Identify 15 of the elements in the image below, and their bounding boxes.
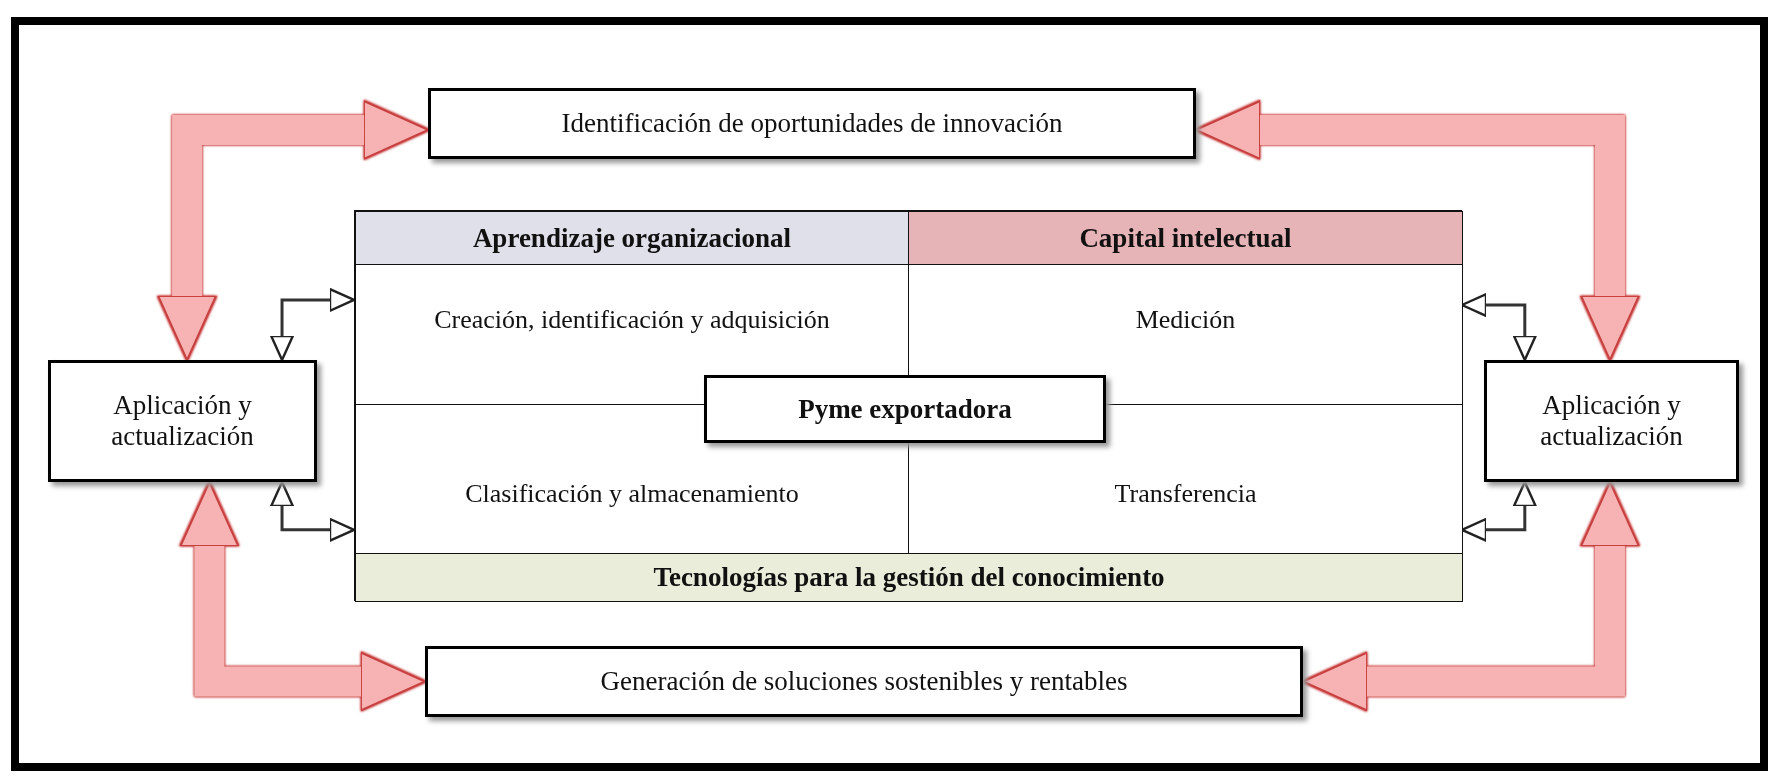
side-box: Aplicación y actualización — [48, 360, 317, 482]
bent-arrow — [1195, 100, 1640, 361]
grid-frame — [354, 210, 1462, 601]
bent-arrow — [179, 481, 426, 712]
header-cell: Aprendizaje organizacional — [355, 211, 909, 265]
banner-box: Identificación de oportunidades de innovación — [428, 88, 1196, 159]
footer-cell: Tecnologías para la gestión del conocimiento — [355, 553, 1463, 602]
bent-arrow — [1302, 481, 1640, 712]
bent-arrow — [157, 100, 429, 361]
small-bent-arrow — [270, 480, 356, 542]
small-bent-arrow — [270, 287, 356, 362]
side-box: Aplicación y actualización — [1484, 360, 1739, 482]
banner-box: Generación de soluciones sostenibles y rentables — [425, 646, 1303, 717]
header-cell: Capital intelectual — [908, 211, 1463, 265]
center-box: Pyme exportadora — [704, 375, 1106, 443]
